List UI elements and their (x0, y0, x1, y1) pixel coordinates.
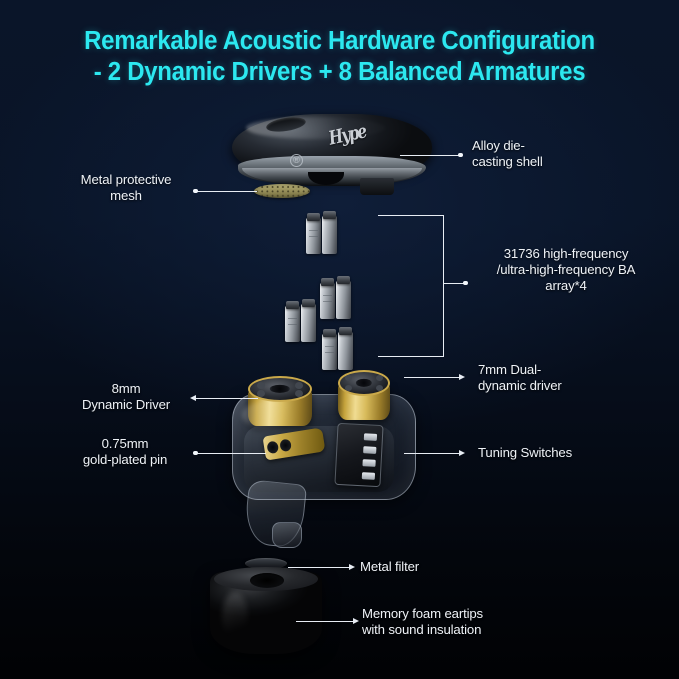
driver-vent (376, 385, 383, 391)
driver-vent (345, 385, 352, 391)
label-dynamic-driver: 8mm Dynamic Driver (81, 381, 171, 413)
metal-protective-mesh-graphic (254, 184, 310, 198)
balanced-armature-pair-4 (322, 327, 356, 372)
label-dual-dynamic-driver: 7mm Dual- dynamic driver (478, 362, 562, 394)
shell-cutout (308, 172, 344, 185)
housing-highlight (242, 400, 306, 430)
ba-cap (337, 276, 350, 284)
metal-filter-graphic (245, 558, 287, 569)
leader-bracket-top-ba (378, 215, 444, 217)
title-line-2: - 2 Dynamic Drivers + 8 Balanced Armatur… (93, 58, 586, 86)
driver-center-hole (269, 384, 291, 394)
tuning-switch-toggle (361, 472, 376, 480)
driver-center-hole (355, 378, 373, 388)
tuning-switch-toggle (362, 459, 376, 467)
eartip-bore (250, 573, 284, 588)
leader-arrow-tuning-switches (459, 449, 465, 456)
page-title: Remarkable Acoustic Hardware Configurati… (20, 26, 658, 88)
ba-cap (323, 211, 336, 219)
balanced-armature-pair-3 (285, 299, 319, 344)
leader-line-metal-filter (288, 567, 350, 569)
dual-dynamic-driver-7mm-graphic (338, 370, 390, 420)
leader-line-dynamic-driver (196, 398, 258, 400)
label-metal-protective-mesh: Metal protective mesh (80, 172, 172, 204)
leader-line-dual-dynamic (404, 377, 460, 379)
title-line-1: Remarkable Acoustic Hardware Configurati… (84, 27, 595, 55)
ba-cell (338, 332, 353, 370)
balanced-armature-pair-2 (320, 276, 354, 321)
eartip-highlight (222, 592, 248, 642)
label-ba-array: 31736 high-frequency /ultra-high-frequen… (496, 246, 636, 294)
ba-cap (307, 213, 320, 221)
ba-stripe (288, 318, 297, 319)
housing-sound-nozzle (272, 522, 302, 548)
label-memory-foam-eartips: Memory foam eartips with sound insulatio… (362, 606, 484, 638)
leader-line-gold-pin (196, 453, 266, 455)
leader-dot-ba-array (463, 280, 468, 286)
earphone-housing-graphic (222, 370, 438, 549)
ba-stripe (309, 230, 318, 231)
driver-vent (295, 382, 303, 389)
registered-trademark-icon: ® (290, 154, 303, 167)
ba-stripe (323, 301, 332, 302)
ba-stripe (309, 236, 318, 237)
leader-arrow-metal-filter (349, 563, 355, 570)
ba-cap (323, 329, 336, 337)
balanced-armature-pair-1 (306, 211, 340, 256)
leader-bracket-bottom-ba (378, 356, 444, 358)
ba-stripe (325, 352, 334, 353)
leader-dot-metal-mesh (193, 188, 198, 194)
tuning-switch-block (334, 422, 384, 488)
driver-vent (257, 390, 265, 397)
driver-face (248, 376, 312, 402)
tuning-switch-toggle (363, 446, 377, 454)
leader-line-tuning-switches (404, 453, 460, 455)
driver-vent (295, 390, 303, 397)
pin-hole (266, 440, 280, 455)
ba-cell (322, 216, 337, 254)
ba-stripe (288, 324, 297, 325)
leader-arrow-dynamic-driver (190, 394, 196, 401)
pin-hole (279, 438, 292, 453)
ba-cell (301, 304, 316, 342)
ba-cap (302, 299, 315, 307)
ba-cap (286, 301, 299, 309)
leader-dot-alloy-shell (458, 152, 463, 158)
ba-cell (336, 281, 351, 319)
leader-arrow-dual-dynamic (459, 373, 465, 380)
label-metal-filter: Metal filter (360, 559, 420, 574)
alloy-die-casting-shell-graphic: Hype ® (228, 112, 438, 212)
ba-stripe (325, 346, 334, 347)
leader-bracket-vertical-ba (443, 215, 445, 357)
driver-vent (257, 382, 265, 389)
label-gold-plated-pin: 0.75mm gold-plated pin (82, 436, 168, 468)
ba-cap (321, 278, 334, 286)
shell-nozzle-tab (360, 178, 394, 195)
tuning-switch-toggle (363, 433, 378, 441)
label-alloy-die-casting-shell: Alloy die- casting shell (472, 138, 543, 170)
driver-vent (376, 375, 383, 381)
label-tuning-switches: Tuning Switches (478, 445, 573, 460)
driver-face (338, 370, 390, 396)
leader-line-alloy-shell (400, 155, 460, 157)
ba-stripe (323, 295, 332, 296)
leader-line-ba-array (443, 283, 465, 285)
leader-line-metal-mesh (195, 191, 257, 193)
ba-cap (339, 327, 352, 335)
memory-foam-eartip-graphic (210, 567, 322, 654)
dynamic-driver-8mm-graphic (248, 376, 312, 428)
leader-arrow-eartips (353, 617, 359, 624)
driver-vent (345, 375, 352, 381)
leader-dot-gold-pin (193, 450, 198, 456)
leader-line-eartips (296, 621, 354, 623)
